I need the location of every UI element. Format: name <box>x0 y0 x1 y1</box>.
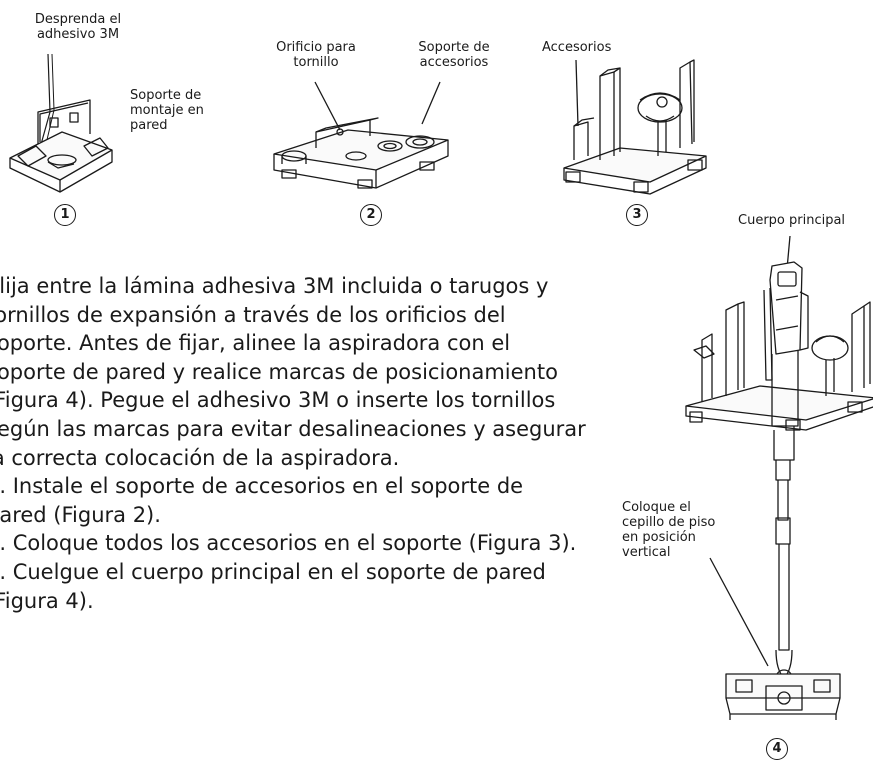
instruction-step-3: 3. Coloque todos los accesorios en el so… <box>0 531 577 556</box>
fig2-label-screw-hole: Orificio para tornillo <box>276 40 356 70</box>
wall-mount-illustration <box>0 40 130 210</box>
fig1-label-peel-adhesive: Desprenda el adhesivo 3M <box>34 12 122 42</box>
accessories-illustration <box>560 56 710 196</box>
accessory-holder-illustration <box>260 70 460 195</box>
fig3-label-accessories: Accesorios <box>542 40 612 55</box>
instruction-step-1: Elija entre la lámina adhesiva 3M inclui… <box>0 274 586 470</box>
fig2-label-accessory-holder: Soporte de accesorios <box>418 40 490 70</box>
fig4-number: 4 <box>766 738 788 760</box>
fig2-number: 2 <box>360 204 382 226</box>
vacuum-illustration <box>680 230 873 740</box>
fig3-number: 3 <box>626 204 648 226</box>
fig4-label-floor-brush: Coloque el cepillo de piso en posición v… <box>622 500 716 560</box>
instruction-step-2: 2. Instale el soporte de accesorios en e… <box>0 474 524 527</box>
fig1-number: 1 <box>54 204 76 226</box>
fig1-label-wall-mount: Soporte de montaje en pared <box>130 88 204 133</box>
instructions-text: Elija entre la lámina adhesiva 3M inclui… <box>0 272 586 615</box>
fig4-label-main-body: Cuerpo principal <box>738 213 846 228</box>
instruction-step-4: 4. Cuelgue el cuerpo principal en el sop… <box>0 559 546 613</box>
